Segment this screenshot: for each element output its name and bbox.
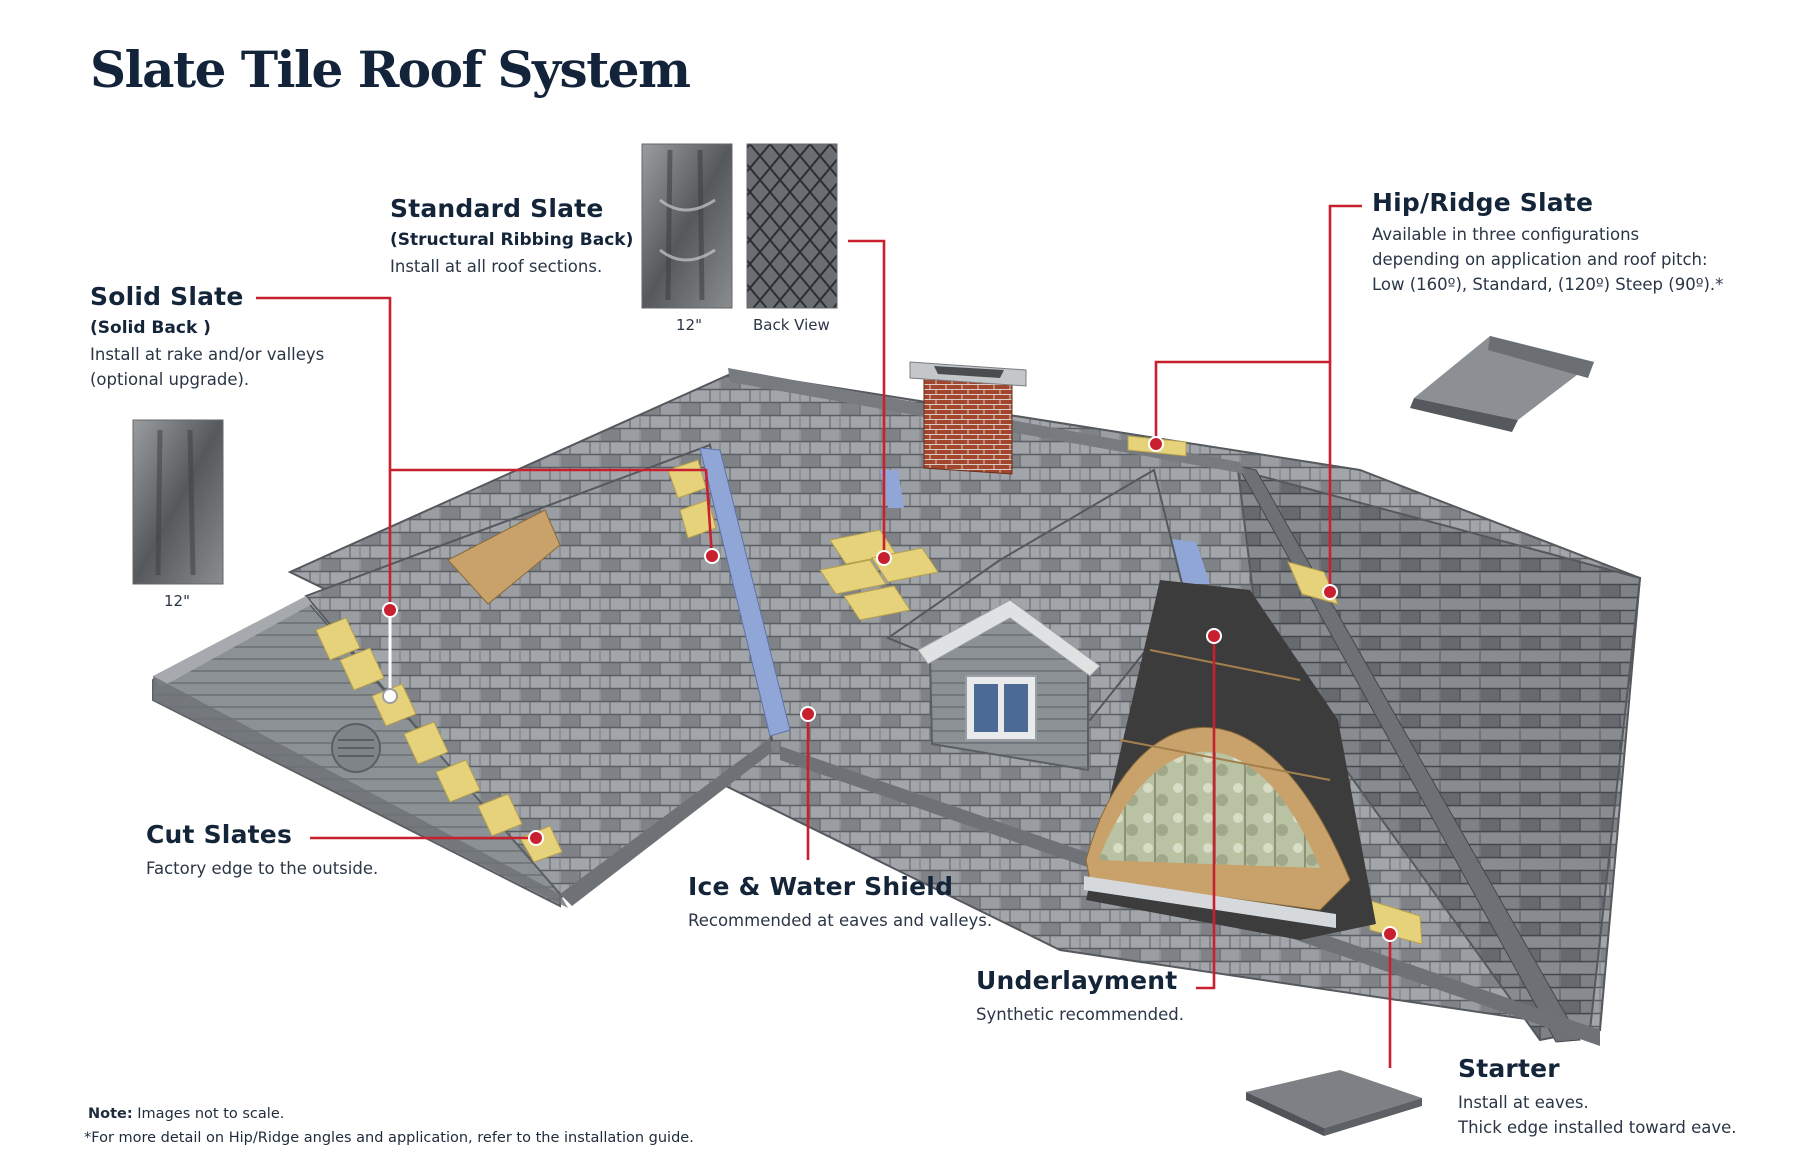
ice-water-shield-desc: Recommended at eaves and valleys.: [688, 911, 993, 930]
hip-ridge-desc-3: Low (160º), Standard, (120º) Steep (90º)…: [1372, 275, 1724, 294]
underlayment-title: Underlayment: [976, 966, 1178, 995]
page-title: Slate Tile Roof System: [90, 40, 691, 99]
underlayment-cutaway: [1084, 580, 1376, 940]
starter-tile-sample: [1246, 1070, 1422, 1136]
leader-standard-slate: [848, 239, 886, 558]
solid-slate-caption: 12": [164, 592, 190, 610]
leader-underlayment: [1196, 636, 1216, 990]
hip-ridge-tile-sample: [1410, 336, 1594, 432]
ice-water-shield-title: Ice & Water Shield: [688, 872, 954, 901]
standard-slate-back-sample: [746, 143, 838, 309]
roof-illustration: [152, 361, 1642, 1046]
standard-slate-title: Standard Slate: [390, 194, 604, 223]
hip-ridge-desc-2: depending on application and roof pitch:: [1372, 250, 1708, 269]
leader-lines: [256, 204, 1392, 1068]
solid-slate-title: Solid Slate: [90, 282, 244, 311]
standard-slate-desc: Install at all roof sections.: [390, 257, 603, 276]
starter-desc-1: Install at eaves.: [1458, 1093, 1589, 1112]
standard-slate-subtitle: (Structural Ribbing Back): [390, 230, 634, 250]
solid-slate-subtitle: (Solid Back ): [90, 318, 211, 338]
cut-slates-desc: Factory edge to the outside.: [146, 859, 379, 878]
note-text: Images not to scale.: [132, 1106, 285, 1122]
solid-slate-desc-2: (optional upgrade).: [90, 370, 250, 389]
standard-slate-front-sample: [641, 143, 733, 309]
standard-slate-caption: 12": [676, 316, 702, 334]
hip-ridge-title: Hip/Ridge Slate: [1372, 188, 1594, 217]
standard-slate-back-caption: Back View: [753, 316, 830, 334]
solid-slate-endpoint: [382, 688, 398, 704]
underlayment-desc: Synthetic recommended.: [976, 1005, 1184, 1024]
note: Note: Images not to scale.: [88, 1106, 284, 1122]
note-label: Note:: [88, 1106, 133, 1122]
starter-desc-2: Thick edge installed toward eave.: [1458, 1118, 1737, 1137]
leader-dots: [382, 436, 1398, 942]
solid-slate-sample: [132, 419, 224, 585]
footnote: *For more detail on Hip/Ridge angles and…: [84, 1130, 694, 1146]
chimney: [909, 361, 1027, 475]
hip-ridge-desc-1: Available in three configurations: [1372, 225, 1640, 244]
starter-title: Starter: [1458, 1054, 1560, 1083]
cut-slates-title: Cut Slates: [146, 820, 293, 849]
dormer: [885, 468, 1188, 772]
solid-slate-desc-1: Install at rake and/or valleys: [90, 345, 325, 364]
